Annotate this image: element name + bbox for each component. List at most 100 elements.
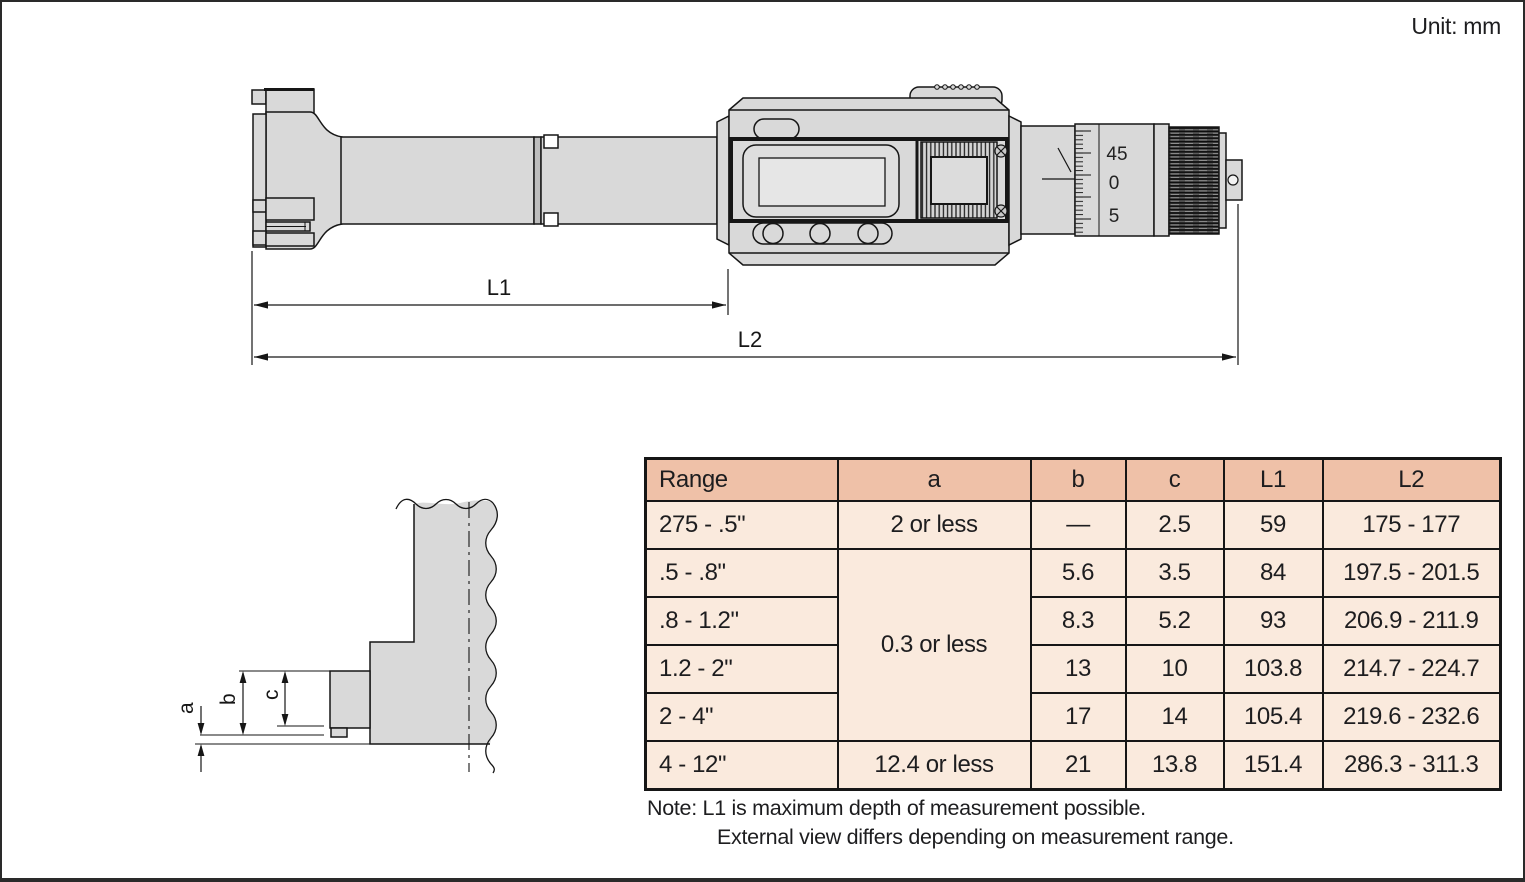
head-bottom-block (265, 232, 315, 247)
end-collar (1218, 132, 1227, 229)
cell-b: 17 (1029, 692, 1127, 742)
thimble-assembly: 45 0 5 (1020, 123, 1243, 237)
dimension-b: b (217, 671, 247, 735)
cell-c: 5.2 (1124, 596, 1225, 646)
dimension-label-b: b (217, 693, 240, 705)
cell-l2: 214.7 - 224.7 (1321, 644, 1502, 694)
measuring-pin-foot (330, 727, 348, 738)
shaft-notch-top (543, 134, 559, 149)
head-front-plate (252, 113, 267, 248)
cell-l1: 103.8 (1222, 644, 1324, 694)
cell-a: 12.4 or less (836, 740, 1032, 791)
header-l1: L1 (1222, 457, 1324, 502)
cell-l2: 206.9 - 211.9 (1321, 596, 1502, 646)
dimension-l1: L1 (254, 275, 726, 309)
break-line-right (485, 502, 498, 774)
measuring-pin (329, 670, 371, 729)
dimension-label-l2: L2 (738, 327, 762, 352)
grille-plate (930, 156, 988, 205)
head-top-tab (251, 89, 267, 105)
extension-shaft (340, 134, 718, 227)
table-row: .5 - .8" 0.3 or less 5.6 3.5 84 197.5 - … (644, 548, 1502, 742)
shaft-segment-2 (540, 136, 718, 225)
workpiece-fill (370, 500, 498, 744)
shaft-segment-1 (340, 136, 535, 225)
cell-l2: 286.3 - 311.3 (1321, 740, 1502, 791)
screw-bottom (994, 204, 1008, 218)
cell-c: 14 (1124, 692, 1225, 742)
cell-range: 2 - 4" (644, 692, 839, 742)
sleeve-barrel (1020, 125, 1076, 235)
table-row: 1.2 - 2" 13 10 103.8 214.7 - 224.7 (644, 644, 1502, 694)
cell-c: 2.5 (1124, 500, 1225, 550)
header-c: c (1124, 457, 1225, 502)
head-top-block (265, 88, 315, 115)
thimble-scale-45: 45 (1106, 144, 1127, 165)
table-header-row: Range a b c L1 L2 (644, 457, 1502, 502)
cell-range: 275 - .5" (644, 500, 839, 550)
detail-diagram: a b c (175, 498, 498, 774)
cell-a: 2 or less (836, 500, 1032, 550)
cell-c: 3.5 (1124, 548, 1225, 598)
cell-range: .8 - 1.2" (644, 596, 839, 646)
detail-reference-lines (195, 670, 489, 745)
cell-l2: 197.5 - 201.5 (1321, 548, 1502, 598)
cell-a-merged: 0.3 or less (836, 548, 1032, 742)
thimble-scale-5: 5 (1109, 206, 1120, 227)
header-b: b (1029, 457, 1127, 502)
button-3 (857, 222, 879, 245)
cell-b: 8.3 (1029, 596, 1127, 646)
header-a: a (836, 457, 1032, 502)
note-line-1: Note: L1 is maximum depth of measurement… (647, 796, 1146, 820)
lcd-screen (758, 157, 886, 207)
note-line-2: External view differs depending on measu… (717, 825, 1234, 849)
head-contact-step-2 (252, 230, 267, 246)
shaft-joint (533, 136, 542, 225)
note: Note: L1 is maximum depth of measurement… (647, 794, 1234, 852)
button-1 (762, 222, 784, 245)
button-2 (809, 222, 831, 245)
power-button (753, 118, 800, 140)
ratchet-knurl (1168, 126, 1220, 235)
cell-range: 4 - 12" (644, 740, 839, 791)
dimension-l2: L2 (254, 327, 1236, 361)
clip-serrations (934, 84, 980, 90)
table-row: 2 - 4" 17 14 105.4 219.6 - 232.6 (644, 692, 1502, 742)
dimension-lines: L1 L2 (251, 204, 1239, 365)
digital-display-unit (716, 84, 1022, 266)
screw-top (994, 144, 1008, 158)
header-l2: L2 (1321, 457, 1502, 502)
cell-l1: 105.4 (1222, 692, 1324, 742)
spec-table: Range a b c L1 L2 275 - .5" 2 or less — … (644, 457, 1502, 791)
dimension-label-c: c (260, 690, 283, 701)
body-right-flange (1008, 114, 1022, 247)
header-range: Range (644, 457, 839, 502)
cell-range: .5 - .8" (644, 548, 839, 598)
cell-range: 1.2 - 2" (644, 644, 839, 694)
cell-b: — (1029, 500, 1127, 550)
break-line-top (395, 498, 494, 510)
end-cap-hole (1227, 174, 1239, 186)
dimension-label-a: a (175, 702, 198, 714)
cell-l1: 59 (1222, 500, 1324, 550)
thimble-step-ring (1153, 123, 1170, 237)
cell-c: 13.8 (1124, 740, 1225, 791)
cell-l2: 175 - 177 (1321, 500, 1502, 550)
dimension-label-l1: L1 (487, 275, 511, 300)
thimble-scale-0: 0 (1109, 173, 1120, 194)
spec-table-wrap: Range a b c L1 L2 275 - .5" 2 or less — … (644, 457, 1502, 791)
cell-c: 10 (1124, 644, 1225, 694)
unit-label: Unit: mm (1411, 13, 1501, 39)
dimension-a: a (175, 702, 205, 772)
cell-b: 21 (1029, 740, 1127, 791)
dimension-c: c (260, 671, 289, 726)
cell-l1: 151.4 (1222, 740, 1324, 791)
head-lower-block (265, 197, 315, 221)
table-row: 4 - 12" 12.4 or less 21 13.8 151.4 286.3… (644, 740, 1502, 791)
cell-l1: 84 (1222, 548, 1324, 598)
micrometer-drawing: 45 0 5 (251, 84, 1243, 266)
display-frame (729, 137, 1009, 223)
table-row: 275 - .5" 2 or less — 2.5 59 175 - 177 (644, 500, 1502, 550)
body-left-flange (716, 114, 730, 247)
